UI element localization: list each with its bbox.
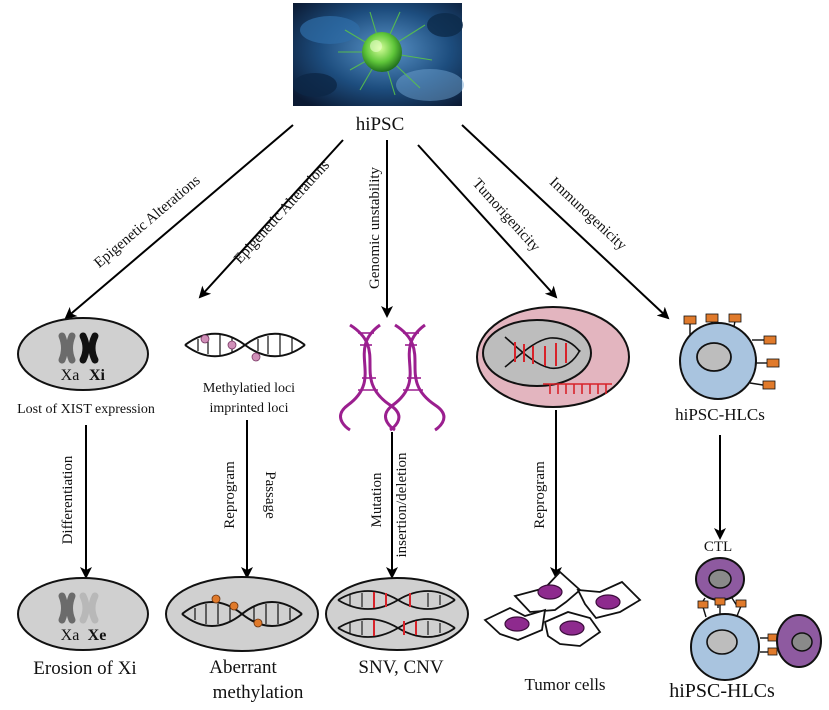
erosion-result: Erosion of Xi (33, 658, 136, 679)
aberrant-methyl-mark-icon (229, 601, 239, 611)
xe-label: Xe (88, 627, 107, 644)
mutation-label: Mutation (369, 472, 385, 527)
ctl-label: CTL (704, 539, 732, 555)
imprinted-loci-caption: imprinted loci (210, 401, 289, 416)
insertion-deletion-label: insertion/deletion (394, 452, 410, 557)
th-cell-icon (776, 614, 822, 668)
aberrant-methyl-mark-icon (253, 618, 263, 628)
methylation-dna-icon (184, 332, 306, 362)
tumor-cell-oval (476, 306, 630, 408)
hipsc-hlcs-label: hiPSC-HLCs (675, 405, 765, 424)
x-chromosome-pair-icon (58, 332, 99, 364)
branch-label-genomic: Genomic unstability (367, 166, 383, 289)
arrow-x-inactivation (64, 124, 294, 320)
branch-arrows (64, 124, 670, 320)
snv-cnv-result: SNV, CNV (358, 657, 443, 678)
differentiation-label: Differentiation (60, 455, 76, 544)
aberrant-methyl-mark-icon (211, 594, 221, 604)
x-erosion-oval: Xa Xe (17, 577, 149, 651)
x-inactivation-oval: Xa Xi (17, 317, 149, 391)
reprogram-label: Reprogram (222, 461, 238, 529)
arrow-methylation (198, 139, 344, 299)
tumor-cells-icon (483, 570, 642, 647)
hipsc-hlcs-result: hiPSC-HLCs (669, 680, 775, 702)
target-hlc-cell-icon (690, 597, 778, 681)
hipsc-micrograph (293, 3, 464, 106)
methyl-mark-icon (227, 340, 237, 350)
methylated-loci-caption: Methylatied loci (203, 381, 295, 396)
mutation-marks-icon (373, 592, 417, 636)
stem-cell-icon (362, 32, 402, 72)
arrow-immuno (461, 124, 670, 320)
hipsc-hlc-cell-icon (679, 313, 780, 400)
passage-label: Passage (262, 471, 278, 519)
xa-label: Xa (61, 367, 80, 384)
xist-caption: Lost of XIST expression (17, 402, 155, 417)
branch-label-epigenetic-1: Epigenetic Alterations (91, 172, 203, 271)
xa-result-label: Xa (61, 627, 80, 644)
branch-label-epigenetic-2: Epigenetic Alterations (231, 157, 333, 267)
aberrant-methylation-oval (165, 576, 319, 652)
ctl-cell-icon (695, 557, 745, 608)
methyl-mark-icon (251, 352, 261, 362)
methyl-mark-icon (200, 334, 210, 344)
arrow-tumor (417, 144, 558, 299)
aberrant-result-line1: Aberrant (209, 657, 277, 678)
xi-label: Xi (89, 367, 106, 384)
snv-cnv-oval (325, 577, 469, 651)
tumor-reprogram-label: Reprogram (532, 461, 548, 529)
hipsc-label: hiPSC (356, 114, 405, 135)
tumor-cells-result: Tumor cells (524, 675, 605, 694)
eroded-x-chromosome-icon (58, 592, 99, 624)
double-helix-icon (339, 323, 446, 432)
aberrant-result-line2: methylation (213, 682, 304, 703)
